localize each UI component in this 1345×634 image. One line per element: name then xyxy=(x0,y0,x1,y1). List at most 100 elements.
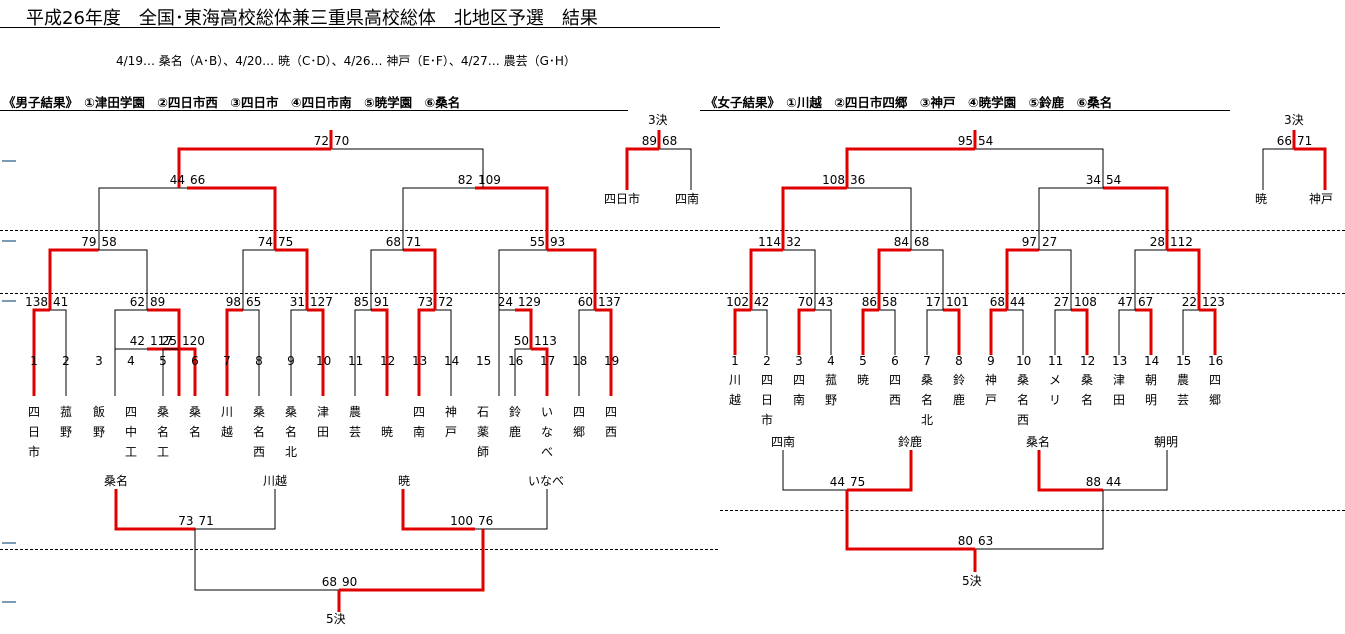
team-number: 2 xyxy=(763,354,771,368)
team-number: 11 xyxy=(1048,354,1064,368)
bracket-line xyxy=(187,186,277,250)
bracket-line xyxy=(943,308,961,355)
score-left: 44 xyxy=(829,475,845,489)
score-right: 58 xyxy=(882,295,898,309)
bracket-line xyxy=(195,489,276,530)
score-left: 25 xyxy=(161,334,177,348)
score-left: 42 xyxy=(129,334,145,348)
bracket-line xyxy=(1038,187,1103,250)
score-left: 17 xyxy=(925,295,941,309)
score-left: 100 xyxy=(450,514,473,528)
score-left: 97 xyxy=(1021,235,1037,249)
boys-team-name: 桑名西 xyxy=(252,405,265,459)
team-number: 13 xyxy=(1112,354,1128,368)
bracket-line xyxy=(225,308,243,396)
score-left: 27 xyxy=(1053,295,1069,309)
bracket-line xyxy=(498,249,547,310)
score-left: 68 xyxy=(385,235,401,249)
score-left: 108 xyxy=(822,173,845,187)
boys-round-divider xyxy=(0,230,718,231)
score-right: 71 xyxy=(198,514,214,528)
score-left: 44 xyxy=(169,173,185,187)
score-left: 89 xyxy=(641,134,657,148)
bracket-line xyxy=(1182,309,1199,355)
score-right: 42 xyxy=(754,295,770,309)
bracket-line xyxy=(845,147,975,188)
team-number: 8 xyxy=(955,354,963,368)
girls-team-name: 四南 xyxy=(792,373,805,407)
row-marker xyxy=(2,300,16,302)
bracket-line xyxy=(243,309,260,396)
row-marker xyxy=(2,542,16,544)
score-right: 44 xyxy=(1106,475,1122,489)
bracket-line xyxy=(1071,308,1089,355)
bracket-line xyxy=(879,309,896,355)
boys-team-name: 神戸 xyxy=(444,405,457,439)
score-left: 66 xyxy=(1276,134,1292,148)
bracket-line xyxy=(1118,309,1135,355)
bracket-line xyxy=(782,450,847,491)
team-number: 17 xyxy=(540,354,556,368)
score-left: 60 xyxy=(577,295,593,309)
score-right: 54 xyxy=(1106,173,1122,187)
score-right: 36 xyxy=(850,173,866,187)
row-marker xyxy=(2,601,16,603)
girls-team-name: 鈴鹿 xyxy=(952,373,965,407)
girls-round-divider xyxy=(720,230,1345,231)
bracket-line xyxy=(877,248,911,310)
third-place-team: 暁 xyxy=(1255,192,1268,206)
bracket-line xyxy=(815,309,832,355)
girls-round-divider xyxy=(720,510,1345,511)
bracket-line xyxy=(751,309,768,355)
girls-team-name: 神戸 xyxy=(984,373,997,407)
score-right: 72 xyxy=(438,295,454,309)
team-number: 13 xyxy=(412,354,428,368)
girls-team-name: 菰野 xyxy=(824,373,837,407)
bracket-line xyxy=(98,187,187,250)
score-right: 101 xyxy=(946,295,969,309)
schedule-dates: 4/19… 桑名（A･B）、4/20… 暁（C･D）、4/26… 神戸（E･F）… xyxy=(116,54,576,68)
score-left: 31 xyxy=(289,295,305,309)
boys-results-header: 《男子結果》 ①津田学園 ②四日市西 ③四日市 ④四日市南 ⑤暁学園 ⑥桑名 xyxy=(3,95,461,110)
score-right: 75 xyxy=(278,235,294,249)
consolation-group: 桑名 xyxy=(1025,435,1050,449)
bracket-line xyxy=(354,309,371,396)
bracket-line xyxy=(370,249,403,310)
boys-team-name: 四南 xyxy=(412,405,425,439)
score-right: 66 xyxy=(190,173,206,187)
bracket-line xyxy=(975,148,1104,188)
score-right: 70 xyxy=(334,134,350,148)
bracket-line xyxy=(578,309,595,396)
score-right: 32 xyxy=(786,235,802,249)
consolation-group: 暁 xyxy=(397,474,410,488)
bracket-line xyxy=(98,249,148,310)
team-number: 3 xyxy=(95,354,103,368)
score-right: 108 xyxy=(1074,295,1097,309)
boys-round-divider xyxy=(0,549,718,550)
bracket-line xyxy=(401,489,475,531)
bracket-line xyxy=(515,308,533,349)
boys-team-name: いなべ xyxy=(540,405,553,459)
bracket-line xyxy=(625,147,659,190)
team-number: 4 xyxy=(127,354,135,368)
bracket-line xyxy=(1262,148,1294,190)
girls-header-rule xyxy=(700,110,1230,111)
bracket-line xyxy=(290,309,307,396)
score-right: 63 xyxy=(978,534,994,548)
boys-team-name: 四日市 xyxy=(27,405,40,459)
score-left: 73 xyxy=(417,295,433,309)
score-left: 80 xyxy=(957,534,973,548)
bracket-line xyxy=(339,529,485,592)
third-place-team: 四日市 xyxy=(604,192,641,206)
girls-team-name: 農芸 xyxy=(1176,373,1189,407)
team-number: 6 xyxy=(891,354,899,368)
bracket-line xyxy=(1134,249,1167,310)
bracket-line xyxy=(371,308,389,396)
girls-team-name: メリ xyxy=(1048,373,1061,407)
bracket-line xyxy=(417,308,435,396)
score-right: 112 xyxy=(1170,235,1193,249)
score-left: 98 xyxy=(225,295,241,309)
team-number: 4 xyxy=(827,354,835,368)
bracket-line xyxy=(179,347,197,396)
